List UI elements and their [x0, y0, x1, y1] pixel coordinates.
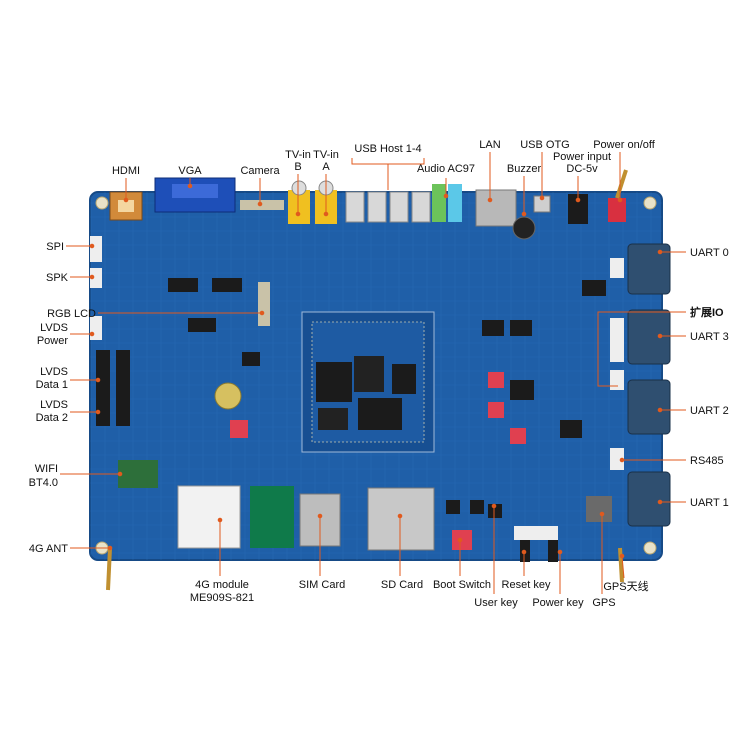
label-power-input-line1: Power input	[553, 151, 611, 163]
label-power-input-line2: DC-5v	[566, 163, 598, 175]
label-spi: SPI	[46, 241, 64, 253]
callout-labels: HDMI VGA Camera TV-in B TV-in A USB Host…	[29, 139, 729, 609]
label-tvin-a-line2: A	[322, 161, 330, 173]
label-sim-card: SIM Card	[299, 579, 345, 591]
label-audio: Audio AC97	[417, 163, 475, 175]
label-4g-module-line1: 4G module	[195, 579, 249, 591]
label-hdmi: HDMI	[112, 165, 140, 177]
label-4g-ant: 4G ANT	[29, 543, 68, 555]
label-power-key: Power key	[532, 597, 584, 609]
core-module	[301, 311, 435, 453]
label-ext-io: 扩展IO	[690, 305, 724, 319]
label-spk: SPK	[46, 272, 69, 284]
label-gps-antenna: GPS天线	[603, 579, 648, 593]
label-uart1: UART 1	[690, 497, 729, 509]
label-rgb-lcd: RGB LCD	[47, 308, 96, 320]
label-wifi-line2: BT4.0	[29, 477, 58, 489]
label-4g-module-line2: ME909S-821	[190, 592, 254, 604]
label-vga: VGA	[178, 165, 202, 177]
label-reset-key: Reset key	[502, 579, 551, 591]
label-lvds-power-line1: LVDS	[40, 322, 68, 334]
board-ics	[118, 278, 606, 488]
label-usb-host: USB Host 1-4	[354, 143, 421, 155]
label-buzzer: Buzzer	[507, 163, 542, 175]
label-rs485: RS485	[690, 455, 724, 467]
label-power-onoff: Power on/off	[593, 139, 656, 151]
label-camera: Camera	[240, 165, 280, 177]
label-uart3: UART 3	[690, 331, 729, 343]
label-lvds-power-line2: Power	[37, 335, 69, 347]
label-user-key: User key	[474, 597, 518, 609]
label-tvin-b-line1: TV-in	[285, 149, 311, 161]
label-tvin-b-line2: B	[294, 161, 301, 173]
label-lvds-data1-line1: LVDS	[40, 366, 68, 378]
label-usb-otg: USB OTG	[520, 139, 570, 151]
label-wifi-line1: WIFI	[35, 463, 58, 475]
label-lvds-data2-line2: Data 2	[36, 412, 68, 424]
label-uart0: UART 0	[690, 247, 729, 259]
serial-ports	[610, 243, 671, 527]
label-lvds-data1-line2: Data 1	[36, 379, 68, 391]
label-boot-switch: Boot Switch	[433, 579, 491, 591]
label-lan: LAN	[479, 139, 500, 151]
label-sd-card: SD Card	[381, 579, 423, 591]
left-headers	[90, 236, 270, 426]
top-connectors	[109, 169, 628, 240]
label-gps: GPS	[592, 597, 615, 609]
label-uart2: UART 2	[690, 405, 729, 417]
leader-lines	[60, 152, 686, 594]
label-lvds-data2-line1: LVDS	[40, 399, 68, 411]
label-tvin-a-line1: TV-in	[313, 149, 339, 161]
